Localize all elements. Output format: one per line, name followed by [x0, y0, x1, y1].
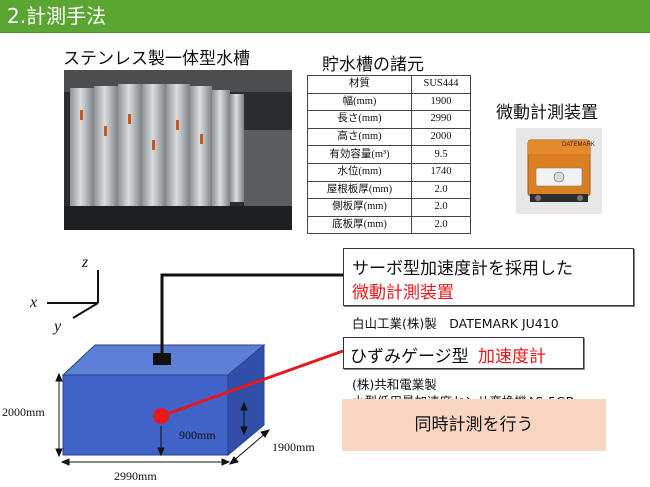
- length-dim-arrow-right: [221, 458, 231, 466]
- tank-front-face: [62, 374, 229, 456]
- height-dim-arrow-bottom: [55, 448, 63, 458]
- water-level-dim-arrow: [157, 447, 165, 457]
- device-brand-text: DATEMARK: [562, 142, 595, 148]
- table-row: 屋根板厚(mm)2.0: [307, 180, 471, 200]
- strain-callout-text: ひずみゲージ型: [350, 347, 469, 367]
- side-dim-arrow-top: [240, 401, 248, 411]
- simultaneous-measurement-box: 同時計測を行う: [342, 399, 606, 451]
- width-dim-label: 1900mm: [272, 440, 315, 454]
- device-caption: 微動計測装置: [496, 103, 598, 123]
- header-bar: 2.計測手法: [0, 0, 650, 33]
- strain-leader-line: [160, 349, 344, 418]
- table-row: 有効容量(m³)9.5: [307, 145, 471, 164]
- table-row: 側板厚(mm)2.0: [307, 198, 471, 217]
- y-axis-line: [72, 302, 99, 319]
- width-dim-arrow-b: [260, 429, 271, 438]
- strain-callout: ひずみゲージ型 加速度計: [343, 337, 584, 369]
- page-title: 2.計測手法: [7, 4, 107, 28]
- servo-callout: サーボ型加速度計を採用した 微動計測装置: [343, 248, 634, 306]
- side-dim-arrow-bottom: [240, 426, 248, 436]
- servo-callout-line2: 微動計測装置: [352, 283, 454, 303]
- device-photo: DATEMARK: [516, 128, 602, 214]
- tank-photo-caption: ステンレス製一体型水槽: [63, 49, 250, 69]
- tank-side-face: [227, 343, 265, 457]
- table-row: 水位(mm)1740: [307, 162, 471, 182]
- spec-value: 2.0: [411, 215, 471, 235]
- strain-callout-accent: 加速度計: [478, 347, 546, 367]
- servo-sensor-marker: [153, 353, 171, 365]
- spec-table-title: 貯水槽の諸元: [322, 55, 424, 75]
- tank-photo-illustration: [64, 70, 292, 230]
- y-axis-label: y: [54, 318, 62, 335]
- length-dim-arrow-left: [60, 458, 70, 466]
- water-level-dim-label: 900mm: [179, 428, 216, 442]
- width-dim-arrow-a: [228, 456, 239, 465]
- width-dim-line: [231, 431, 268, 463]
- height-dim-label: 2000mm: [2, 405, 45, 419]
- x-axis-label: x: [30, 294, 38, 311]
- length-dim-label: 2990mm: [114, 469, 157, 483]
- table-row: 底板厚(mm)2.0: [307, 215, 471, 235]
- servo-maker-text: 白山工業(株)製 DATEMARK JU410: [352, 316, 559, 331]
- height-dim-arrow-top: [55, 372, 63, 382]
- servo-callout-line1: サーボ型加速度計を採用した: [352, 259, 573, 279]
- tank-photo: [64, 70, 292, 230]
- z-axis-label: z: [82, 254, 89, 271]
- strain-maker-line1: (株)共和電業製: [352, 377, 437, 392]
- simultaneous-measurement-label: 同時計測を行う: [414, 415, 534, 435]
- servo-leader-line: [160, 273, 343, 353]
- device-illustration: [516, 128, 602, 214]
